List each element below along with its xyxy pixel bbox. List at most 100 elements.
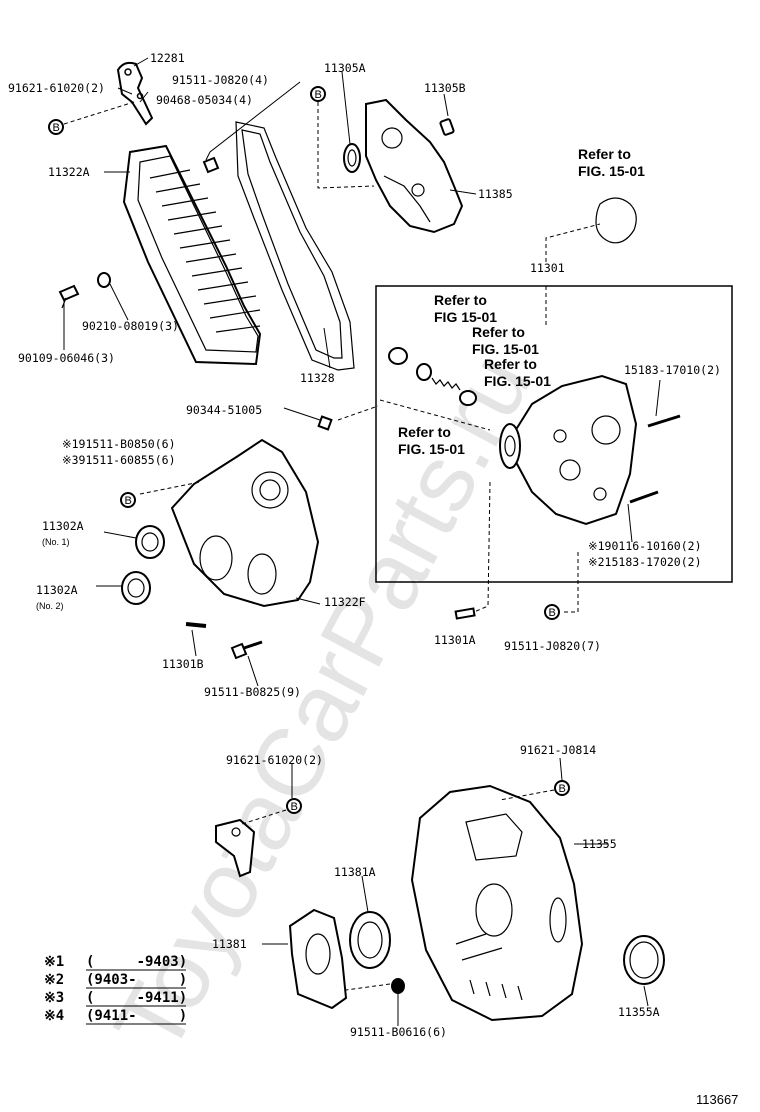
svg-text:Refer to: Refer to [484, 356, 537, 372]
seal-11305a-part [343, 143, 361, 173]
svg-text:FIG. 15-01: FIG. 15-01 [398, 441, 465, 457]
label-11302a-no1: 11302A [42, 519, 84, 533]
legend-mark-3: ※3 [44, 990, 64, 1006]
svg-text:B: B [559, 783, 566, 795]
leader-lines [63, 57, 661, 1026]
stud-15183-17010-part [647, 414, 681, 428]
label-90109-06046: 90109-06046(3) [18, 351, 115, 365]
retainer-11381-part [288, 908, 348, 1010]
stud-15183-17020-part [629, 490, 659, 504]
seal-11302a-no2-part [121, 571, 151, 605]
legend-range-2: (9403- ) [86, 972, 187, 988]
label-91621-j0814: 91621-J0814 [520, 743, 596, 757]
label-11305b: 11305B [424, 81, 466, 95]
svg-text:Refer to: Refer to [472, 324, 525, 340]
pin-11301b-part [185, 622, 207, 628]
label-91621-61020-bottom: 91621-61020(2) [226, 753, 323, 767]
legend-range-4: (9411- ) [86, 1008, 187, 1024]
label-11381: 11381 [212, 937, 247, 951]
svg-text:FIG 15-01: FIG 15-01 [434, 309, 497, 325]
refer-to-fig-3: Refer to FIG. 15-01 [472, 324, 539, 357]
label-11322f: 11322F [324, 595, 366, 609]
label-11302a-no2-note: (No. 2) [36, 601, 64, 611]
label-11301: 11301 [530, 261, 565, 275]
refer-to-fig-4: Refer to FIG. 15-01 [484, 356, 551, 389]
label-91511-b0616: 91511-B0616(6) [350, 1025, 447, 1039]
refer-to-fig-2: Refer to FIG 15-01 [434, 292, 497, 325]
diagram-number: 113667 [696, 1092, 738, 1107]
inset-frame [375, 285, 733, 583]
bolt-marker-3: B [120, 492, 136, 508]
bolt-91511-b0616-part [391, 978, 405, 994]
svg-text:B: B [125, 495, 132, 507]
label-11302a-no1-note: (No. 1) [42, 537, 70, 547]
seal-ring-part [595, 197, 637, 244]
label-11305a: 11305A [324, 61, 366, 75]
bolt-marker-2: B [310, 86, 326, 102]
label-91511-b0825: 91511-B0825(9) [204, 685, 301, 699]
pin-11305b-part [439, 118, 455, 136]
label-91511-j0820-4: 91511-J0820(4) [172, 73, 269, 87]
seal-11302a-no1-part [135, 525, 165, 559]
svg-text:Refer to: Refer to [398, 424, 451, 440]
label-11322a: 11322A [48, 165, 90, 179]
label-12281: 12281 [150, 51, 185, 65]
svg-text:B: B [53, 122, 60, 134]
bolt-marker-6: B [554, 780, 570, 796]
svg-text:Refer to: Refer to [578, 146, 631, 162]
svg-text:Refer to: Refer to [434, 292, 487, 308]
label-91511-60855: ※391511-60855(6) [62, 453, 176, 467]
clip-90468-part [202, 156, 220, 174]
label-11302a-no2: 11302A [36, 583, 78, 597]
label-11328: 11328 [300, 371, 335, 385]
label-90344-51005: 90344-51005 [186, 403, 262, 417]
svg-text:B: B [291, 801, 298, 813]
relief-valve-parts [388, 347, 477, 406]
svg-text:B: B [549, 607, 556, 619]
label-90468-05034: 90468-05034(4) [156, 93, 253, 107]
gasket-11328-part [235, 121, 355, 371]
pin-11301a-part [454, 607, 476, 620]
label-11301a: 11301A [434, 633, 476, 647]
timing-cover-11322f-part [170, 438, 320, 608]
svg-text:FIG. 15-01: FIG. 15-01 [472, 341, 539, 357]
label-11381a: 11381A [334, 865, 376, 879]
label-15183-17010: 15183-17010(2) [624, 363, 721, 377]
label-11385: 11385 [478, 187, 513, 201]
bolt-marker-1: B [48, 119, 64, 135]
legend: ※1 ( -9403) ※2 (9403- ) ※3 ( -9411) ※4 (… [44, 954, 187, 1025]
legend-mark-4: ※4 [44, 1008, 64, 1024]
label-11355a: 11355A [618, 1005, 660, 1019]
oil-pump-gear-part [499, 423, 521, 469]
bracket-12281-part [116, 61, 154, 126]
refer-to-fig-5: Refer to FIG. 15-01 [398, 424, 465, 457]
label-91621-61020-top: 91621-61020(2) [8, 81, 105, 95]
label-90116-10160: ※190116-10160(2) [588, 539, 702, 553]
bolt-marker-5: B [286, 798, 302, 814]
svg-text:B: B [315, 89, 322, 101]
refer-to-fig-1: Refer to FIG. 15-01 [578, 146, 645, 179]
pin-90344-part [317, 415, 333, 431]
label-11355: 11355 [582, 837, 617, 851]
nut-90210-part [97, 272, 111, 288]
bolt-91511-b0825-part [230, 640, 263, 660]
bolt-90109-part [58, 284, 80, 309]
plate-11355-part [410, 784, 584, 1022]
oil-pump-body-part [510, 374, 638, 526]
legend-range-3: ( -9411) [86, 990, 187, 1006]
svg-text:FIG. 15-01: FIG. 15-01 [484, 373, 551, 389]
label-90210-08019: 90210-08019(3) [82, 319, 179, 333]
timing-cover-11322a-part [122, 144, 262, 366]
cover-11355a-part [623, 935, 665, 985]
label-15183-17020: ※215183-17020(2) [588, 555, 702, 569]
legend-mark-2: ※2 [44, 972, 64, 988]
label-91511-b0850: ※191511-B0850(6) [62, 437, 176, 451]
svg-text:FIG. 15-01: FIG. 15-01 [578, 163, 645, 179]
legend-range-1: ( -9403) [86, 954, 187, 970]
label-11301b: 11301B [162, 657, 204, 671]
bolt-marker-4: B [544, 604, 560, 620]
plate-11385-part [365, 98, 464, 234]
legend-mark-1: ※1 [44, 954, 64, 970]
bracket-bottom-part [215, 818, 256, 878]
